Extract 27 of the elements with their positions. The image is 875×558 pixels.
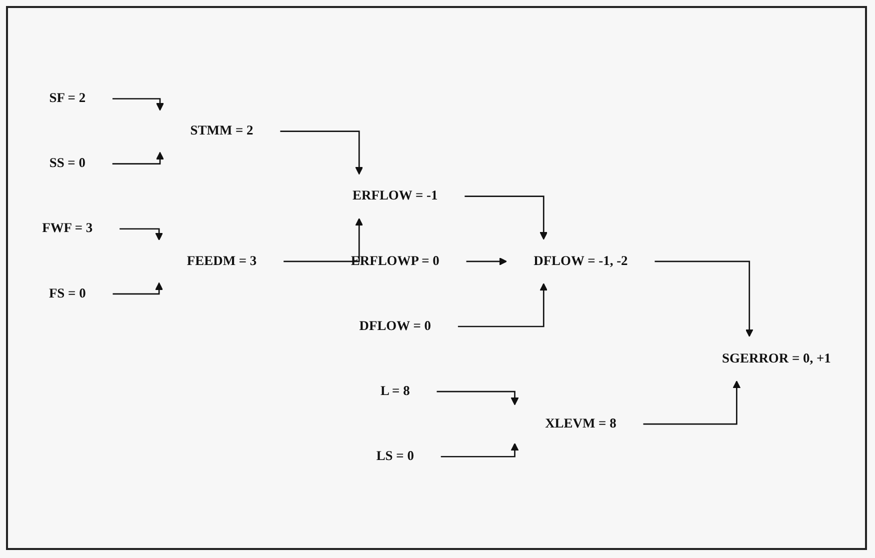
arrow: [280, 130, 364, 175]
node-text: FS = 0: [48, 286, 86, 302]
node-text: SS = 0: [49, 156, 86, 172]
arrow: [464, 196, 548, 240]
arrow: [112, 98, 164, 112]
node-text: LS = 0: [376, 450, 414, 464]
node-text: DFLOW = -1, -2: [534, 254, 628, 269]
arrow: [112, 282, 164, 295]
arrow: [112, 152, 164, 165]
node-text: L = 8: [380, 384, 410, 399]
node-text: ERFLOWP = 0: [350, 254, 440, 269]
arrow: [654, 261, 754, 338]
arrow: [458, 283, 548, 328]
arrow: [643, 380, 741, 426]
node-text: FEEDM = 3: [186, 254, 257, 269]
arrow: [284, 218, 364, 262]
node-text: SF = 2: [49, 92, 86, 106]
node-text: STMM = 2: [190, 124, 254, 139]
node-text: FWF = 3: [42, 222, 93, 236]
arrow: [466, 258, 508, 266]
node-text: XLEVM = 8: [545, 417, 616, 432]
arrow: [440, 443, 519, 458]
node-text: DFLOW = 0: [359, 319, 432, 334]
arrow: [120, 228, 164, 241]
node-text: ERFLOW = -1: [352, 189, 438, 204]
node-text: SGERROR = 0, +1: [722, 352, 831, 366]
arrow: [436, 391, 519, 406]
